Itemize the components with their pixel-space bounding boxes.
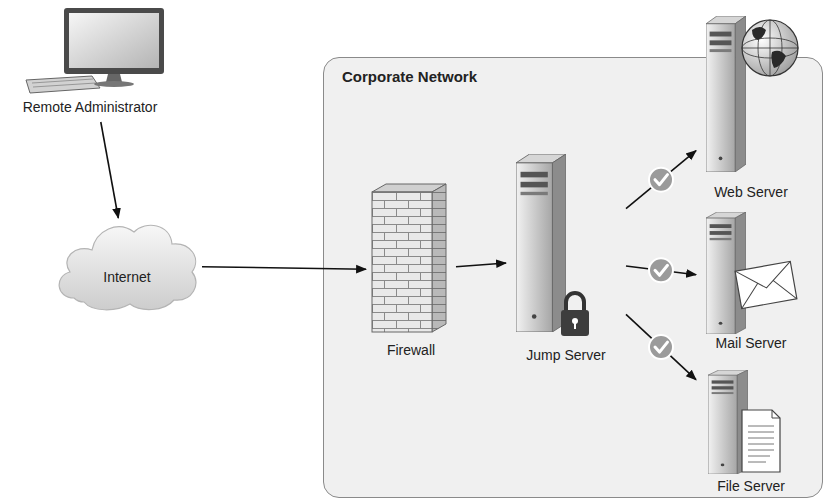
arrow-connector [626, 314, 696, 379]
node-label: Mail Server [716, 334, 787, 352]
node-label: Internet [103, 268, 150, 286]
file-server-tower [708, 370, 780, 474]
server-node: Mail Server [696, 209, 806, 354]
arrow-connector [101, 122, 119, 218]
node-label: File Server [717, 477, 785, 495]
server-node: Jump Server [506, 151, 626, 366]
mail-server-tower [706, 212, 797, 334]
computer-node: Remote Administrator [0, 4, 180, 122]
arrow-connector [202, 267, 366, 270]
server-node: File Server [696, 363, 806, 499]
node-label: Remote Administrator [23, 98, 158, 116]
node-label: Web Server [714, 183, 788, 201]
cloud-shape [52, 218, 202, 313]
jump-server-tower [516, 154, 589, 336]
firewall-node: Firewall [366, 181, 456, 359]
cloud-node: Internet [52, 218, 202, 313]
arrow-connector [456, 263, 506, 267]
node-label: Jump Server [526, 346, 605, 364]
check-mark [649, 168, 673, 192]
node-label: Firewall [387, 341, 435, 359]
check-mark [649, 335, 673, 359]
network-region: Corporate NetworkFirewall Jump Server Web … [323, 57, 823, 498]
arrow-connector [626, 151, 696, 209]
firewall-wall [372, 184, 446, 332]
arrow-connector [626, 266, 696, 275]
web-server-tower [706, 16, 798, 172]
computer-icon [26, 8, 164, 93]
region-title: Corporate Network [342, 68, 477, 86]
check-mark [649, 258, 673, 282]
server-node: Web Server [696, 9, 806, 201]
